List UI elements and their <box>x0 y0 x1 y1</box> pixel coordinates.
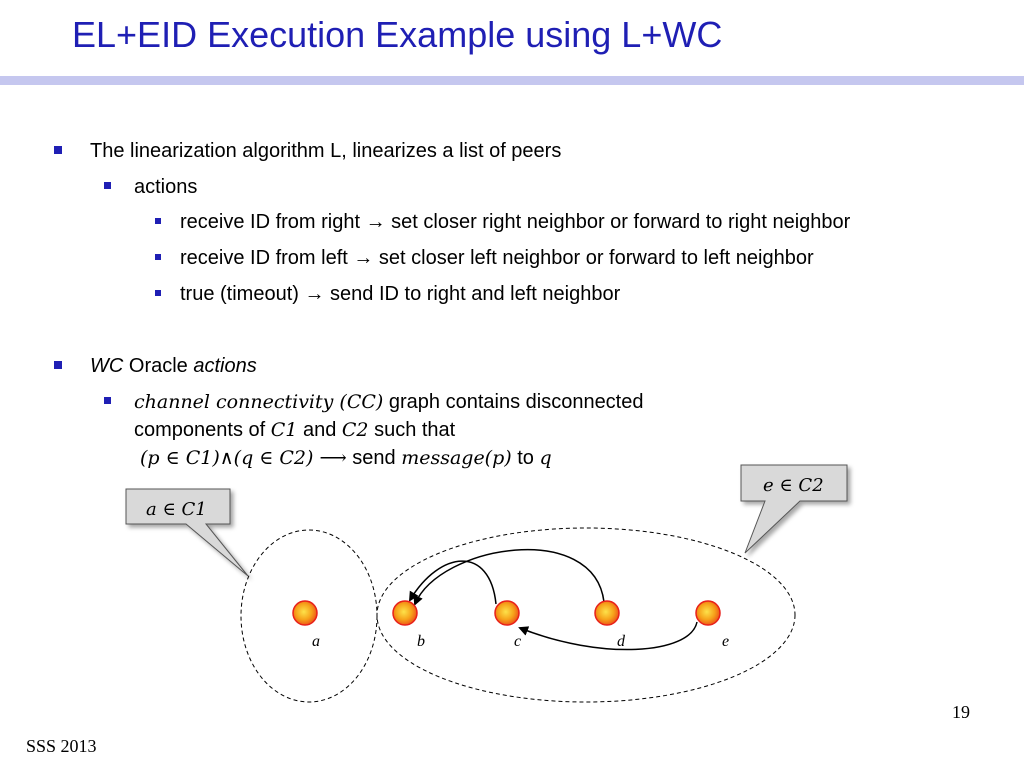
node-label-b: b <box>417 633 425 650</box>
bullet-square-icon <box>54 361 62 369</box>
cc-line-1: channel connectivity (CC) graph contains… <box>134 390 644 414</box>
arrow-c-to-b <box>408 560 497 605</box>
wc-label: WC <box>90 355 124 377</box>
and-text: and <box>297 419 342 441</box>
bullet-square-icon <box>155 254 161 260</box>
message-math: message(p) <box>401 447 512 469</box>
node-c <box>494 600 520 626</box>
to-text: to <box>511 447 540 469</box>
callout-left-text: a ∈ C1 <box>146 499 207 520</box>
node-label-e: e <box>722 633 729 650</box>
arrow-d-to-b <box>413 548 605 606</box>
arrow-e-to-c <box>518 621 698 651</box>
c1-math: C1 <box>270 419 298 441</box>
send-text: send <box>346 447 402 469</box>
action-receive-right: receive ID from right → set closer right… <box>180 211 851 233</box>
node-d <box>594 600 620 626</box>
bullet-square-icon <box>104 182 111 189</box>
slide-title: EL+EID Execution Example using L+WC <box>72 14 723 55</box>
node-a <box>292 600 318 626</box>
bullet-wc-oracle: WC Oracle actions <box>90 354 257 378</box>
callout-right-text: e ∈ C2 <box>763 475 824 496</box>
bullet-square-icon <box>155 290 161 296</box>
component-c2-ellipse <box>376 527 796 703</box>
bullet-square-icon <box>104 397 111 404</box>
footer-label: SSS 2013 <box>26 736 97 756</box>
cc-rest: graph contains disconnected <box>383 391 644 413</box>
callout-right <box>740 464 848 554</box>
title-underline-bar <box>0 76 1024 85</box>
node-b <box>392 600 418 626</box>
node-label-d: d <box>617 633 626 650</box>
bullet-actions: actions <box>134 176 198 198</box>
action-timeout: true (timeout) → send ID to right and le… <box>180 283 621 305</box>
node-e <box>695 600 721 626</box>
such-that-text: such that <box>368 419 456 441</box>
bullet-square-icon <box>155 218 161 224</box>
cc-line-3: (p ∈ C1)∧(q ∈ C2) ⟶ send message(p) to q <box>140 446 552 470</box>
node-label-a: a <box>312 633 320 650</box>
bullet-linearization: The linearization algorithm L, linearize… <box>90 140 562 162</box>
q-math: q <box>539 447 552 469</box>
c2-math: C2 <box>341 419 369 441</box>
page-number: 19 <box>952 702 970 722</box>
bullet-square-icon <box>54 146 62 154</box>
action-receive-left: receive ID from left → set closer left n… <box>180 247 814 269</box>
cc-line-2: components of C1 and C2 such that <box>134 418 455 442</box>
callout-left <box>125 488 249 577</box>
cc-components-text: components of <box>134 419 271 441</box>
oracle-label: Oracle <box>123 355 194 377</box>
node-label-c: c <box>514 633 521 650</box>
condition-math: (p ∈ C1)∧(q ∈ C2) ⟶ <box>140 447 347 469</box>
cc-math: channel connectivity (CC) <box>134 391 384 413</box>
actions-label: actions <box>193 355 257 377</box>
